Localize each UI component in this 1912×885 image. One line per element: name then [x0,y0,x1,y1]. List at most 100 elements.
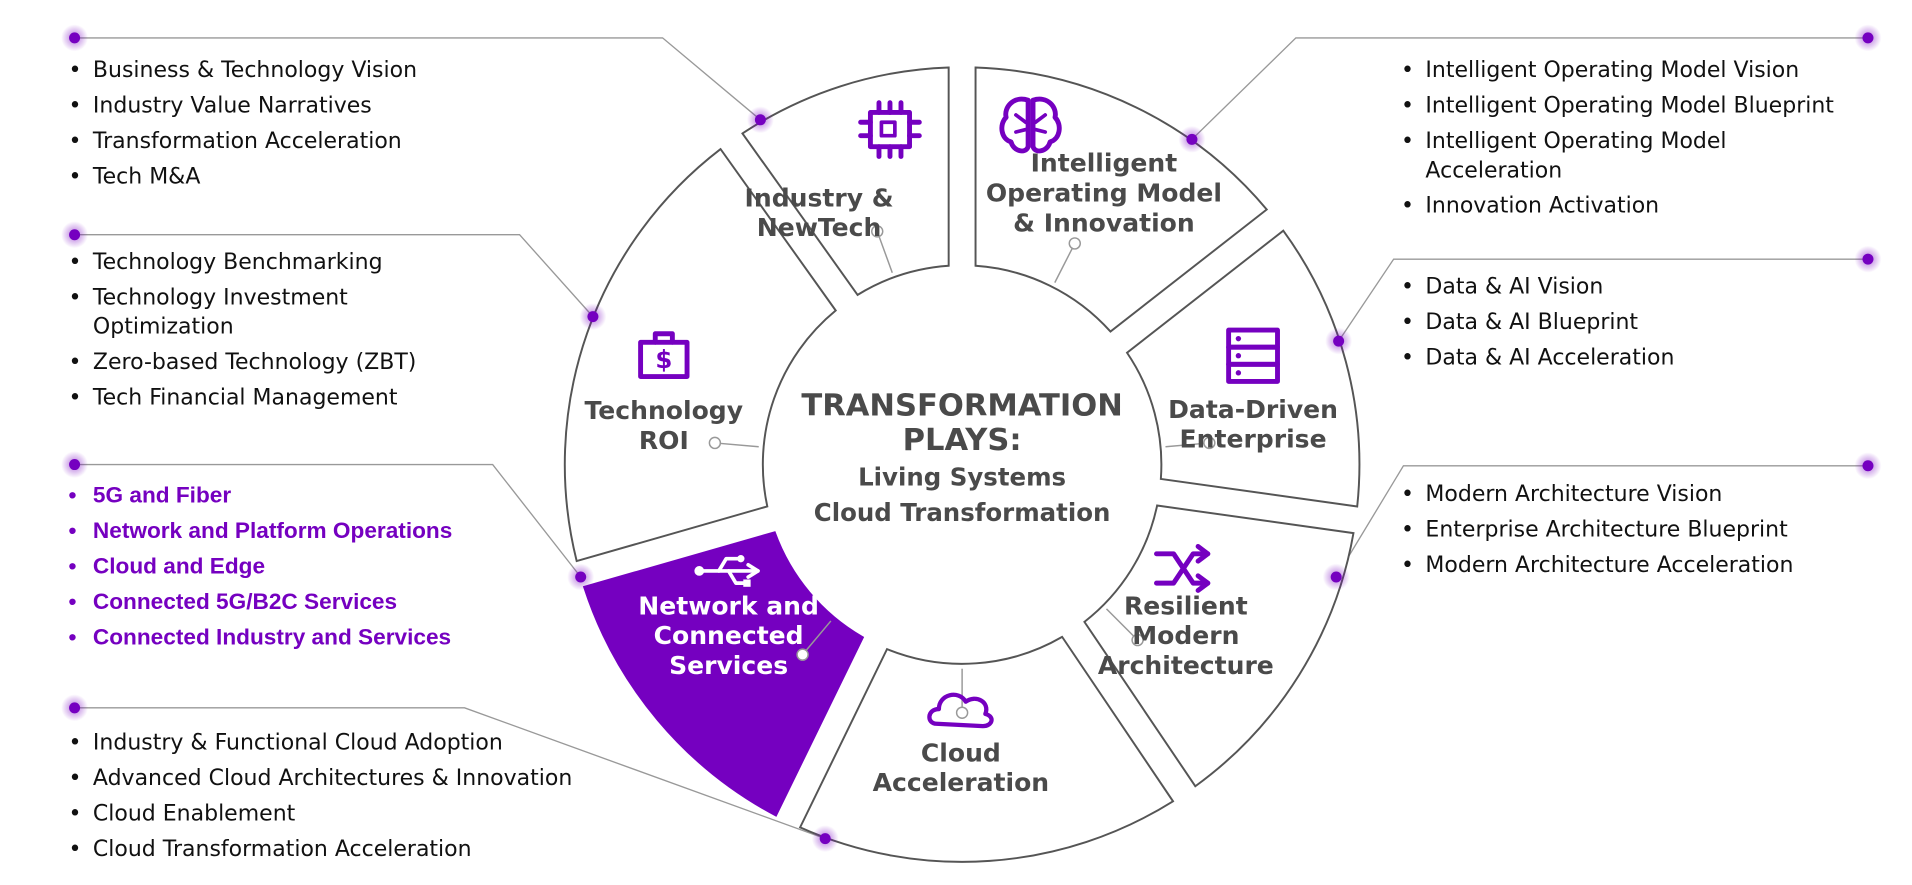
stub-circle [1203,436,1216,450]
industry-newtech-list: Business & Technology Vision Industry Va… [68,56,417,198]
segment-label-line: Technology [585,396,744,425]
segment-label-line: Enterprise [1180,425,1327,454]
glow-dot [754,114,766,126]
segment-label-line: Services [669,651,788,680]
glow-dots [61,24,1882,853]
segment-icons: $ [638,96,1280,729]
leader-line [1335,465,1868,578]
stub-line [1165,442,1210,448]
server-icon [1226,327,1280,384]
center-text: TRANSFORMATION PLAYS: Living Systems Clo… [801,389,1122,527]
wheel-segment [582,531,865,817]
leader-line [74,463,582,578]
list-item: 5G and Fiber [68,480,452,509]
glow-dot [1862,460,1874,472]
wheel-segments [563,66,1361,863]
list-item: Cloud and Edge [68,551,452,580]
wheel-segment [563,147,838,563]
leader-line [1338,258,1868,342]
segment-label-line: Architecture [1098,651,1274,680]
leader-line [1191,37,1868,140]
segment-label-line: Cloud [921,738,1001,767]
list-item: Intelligent Operating Model Acceleration [1401,127,1768,186]
stub-circle [870,225,884,238]
cloud-icon [927,692,994,729]
stub-line [802,620,832,656]
list-item: Tech M&A [68,163,417,192]
center-title-line1: TRANSFORMATION [801,389,1122,424]
glow-dot [1186,133,1198,145]
leader-line [74,234,594,318]
wheel-segment [1083,504,1355,788]
glow-dot [69,229,81,241]
glow-dot [1333,335,1345,347]
list-item: Intelligent Operating Model Blueprint [1401,92,1866,121]
list-item: Data & AI Acceleration [1401,344,1674,373]
segment-label-line: Connected [654,621,804,650]
data-driven-list: Data & AI Vision Data & AI Blueprint Dat… [1401,273,1674,379]
glow-dot [819,833,831,845]
wheel-segment [741,66,950,297]
network-connected-list: 5G and Fiber Network and Platform Operat… [68,480,452,657]
svg-text:$: $ [655,345,672,374]
leader-line [74,37,761,121]
stub-line [714,442,759,448]
list-item: Industry & Functional Cloud Adoption [68,729,572,758]
leader-line [74,707,826,840]
inner-connector-stubs [708,225,1216,719]
brain-icon [999,96,1062,154]
list-item: Network and Platform Operations [68,516,452,545]
list-item: Data & AI Blueprint [1401,308,1674,337]
segment-label-line: NewTech [757,213,882,242]
segment-label-line: Data-Driven [1168,395,1338,424]
wheel-segment [974,66,1269,333]
list-item: Technology Investment Optimization [68,284,435,343]
segment-label-line: Operating Model [986,179,1222,208]
list-item: Innovation Activation [1401,192,1866,221]
center-subtitle-line2: Cloud Transformation [814,498,1111,527]
list-item: Cloud Enablement [68,800,572,829]
list-item: Modern Architecture Acceleration [1401,551,1793,580]
list-item: Advanced Cloud Architectures & Innovatio… [68,764,572,793]
segment-label-line: Acceleration [873,768,1050,797]
stub-circle [708,436,722,450]
shuffle-arrows-icon [1154,544,1211,593]
glow-dot [69,702,81,714]
connector-lines [74,37,1868,840]
center-subtitle-line1: Living Systems [858,462,1066,491]
resilient-architecture-list: Modern Architecture Vision Enterprise Ar… [1401,480,1793,586]
glow-dot [587,311,599,323]
stub-circle [1131,633,1144,647]
stub-line [1105,608,1139,641]
stub-line [1054,243,1076,283]
technology-roi-list: Technology Benchmarking Technology Inves… [68,248,435,419]
segment-label-line: Industry & [745,183,894,212]
segment-label-line: Resilient [1124,591,1248,620]
list-item: Cloud Transformation Acceleration [68,835,572,864]
list-item: Modern Architecture Vision [1401,480,1793,509]
list-item: Technology Benchmarking [68,248,435,277]
glow-dot [1862,32,1874,44]
list-item: Tech Financial Management [68,384,435,413]
list-item: Transformation Acceleration [68,127,417,156]
list-item: Connected Industry and Services [68,622,452,651]
intelligent-operating-list: Intelligent Operating Model Vision Intel… [1401,56,1866,227]
glow-dot [69,459,81,471]
segment-label-line: Intelligent [1031,149,1178,178]
glow-dot [1330,571,1342,583]
usb-icon [694,555,760,587]
list-item: Intelligent Operating Model Vision [1401,56,1866,85]
chip-icon [858,100,922,159]
list-item: Connected 5G/B2C Services [68,587,452,616]
segment-label-line: Network and [638,591,819,620]
briefcase-dollar-icon: $ [638,331,690,379]
stub-circle [1068,237,1082,250]
glow-dot [69,32,81,44]
wheel-segment [1125,229,1361,508]
list-item: Zero-based Technology (ZBT) [68,348,435,377]
list-item: Industry Value Narratives [68,92,417,121]
segment-label-line: ROI [639,426,689,455]
stub-circle [796,648,809,661]
